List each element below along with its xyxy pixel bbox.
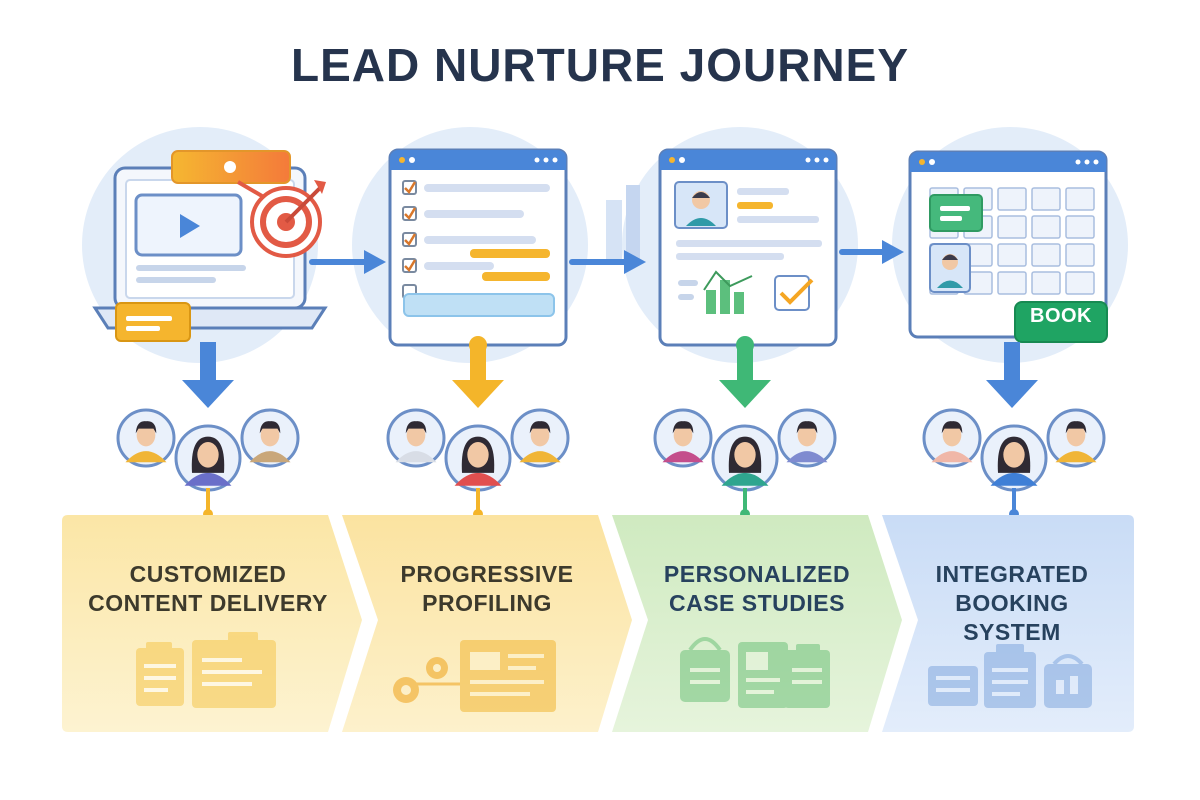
flow-arrows xyxy=(309,240,904,274)
progressive-profiling-form-icon xyxy=(388,148,568,347)
stage2-gears-document-icon xyxy=(393,640,556,712)
person-male-icon xyxy=(240,408,300,468)
person-female-icon xyxy=(444,424,512,492)
connectors xyxy=(203,488,1019,519)
stage1-document-icons xyxy=(136,632,276,708)
stage-label-line: SYSTEM xyxy=(963,619,1061,645)
stage-label-line: PERSONALIZED xyxy=(663,561,851,587)
person-female-icon xyxy=(711,424,779,492)
stage-label-line: CASE STUDIES xyxy=(669,590,845,616)
stage-label-line: BOOKING xyxy=(955,590,1069,616)
person-male-icon xyxy=(386,408,446,468)
booking-calendar-icon xyxy=(908,150,1108,343)
person-male-icon xyxy=(510,408,570,468)
person-male-icon xyxy=(922,408,982,468)
stage-label-line: PROFILING xyxy=(422,590,552,616)
down-arrows xyxy=(182,336,1038,408)
person-male-icon xyxy=(653,408,713,468)
stage-label-line: PROGRESSIVE xyxy=(400,561,574,587)
person-female-icon xyxy=(174,424,242,492)
stage-label-case-studies: PERSONALIZED CASE STUDIES xyxy=(642,560,872,618)
content-delivery-laptop-icon xyxy=(92,150,328,342)
stage-label-progressive-profiling: PROGRESSIVE PROFILING xyxy=(372,560,602,618)
page-title: LEAD NURTURE JOURNEY xyxy=(290,39,910,91)
stage4-document-icons xyxy=(928,644,1092,708)
stage-label-line: INTEGRATED xyxy=(935,561,1089,587)
stage-label-line: CONTENT DELIVERY xyxy=(88,590,328,616)
stage3-document-icons xyxy=(680,637,830,708)
stage-label-content-delivery: CUSTOMIZED CONTENT DELIVERY xyxy=(68,560,348,618)
book-button: BOOK xyxy=(1030,305,1092,327)
stage-label-booking-system: INTEGRATED BOOKING SYSTEM xyxy=(912,560,1112,647)
person-male-icon xyxy=(777,408,837,468)
case-studies-dashboard-icon xyxy=(606,148,838,347)
person-male-icon xyxy=(1046,408,1106,468)
person-male-icon xyxy=(116,408,176,468)
person-female-icon xyxy=(980,424,1048,492)
stage-label-line: CUSTOMIZED xyxy=(129,561,287,587)
audience-groups xyxy=(116,408,1106,492)
